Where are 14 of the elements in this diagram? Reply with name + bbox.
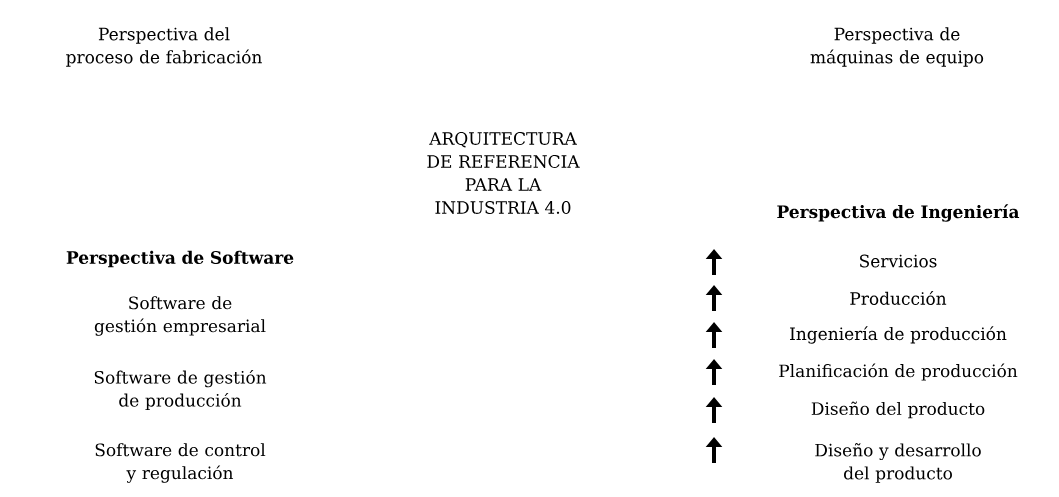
perspective-heading: Perspectiva del proceso de fabricación (66, 27, 262, 67)
list-item: Software de gestión de producción (94, 369, 267, 411)
list-item: Software de gestión empresarial (94, 296, 266, 336)
list-item: Planificación de producción (779, 363, 1018, 381)
list-item: Ingeniería de producción (790, 326, 1007, 344)
perspective-heading: Perspectiva de máquinas de equipo (810, 27, 984, 67)
list-item: Diseño y desarrollo del producto (815, 443, 981, 483)
section-heading: Perspectiva de Software (66, 250, 294, 268)
list-item: Diseño del producto (811, 401, 985, 419)
list-item: Producción (850, 291, 947, 305)
list-item: Software de control y regulación (95, 443, 266, 483)
list-item: Servicios (860, 254, 937, 268)
section-heading: Perspectiva de Ingeniería (777, 204, 1020, 222)
diagram-title: ARQUITECTURA DE REFERENCIA PARA LA INDUSTRIA 4.0 (427, 132, 580, 214)
